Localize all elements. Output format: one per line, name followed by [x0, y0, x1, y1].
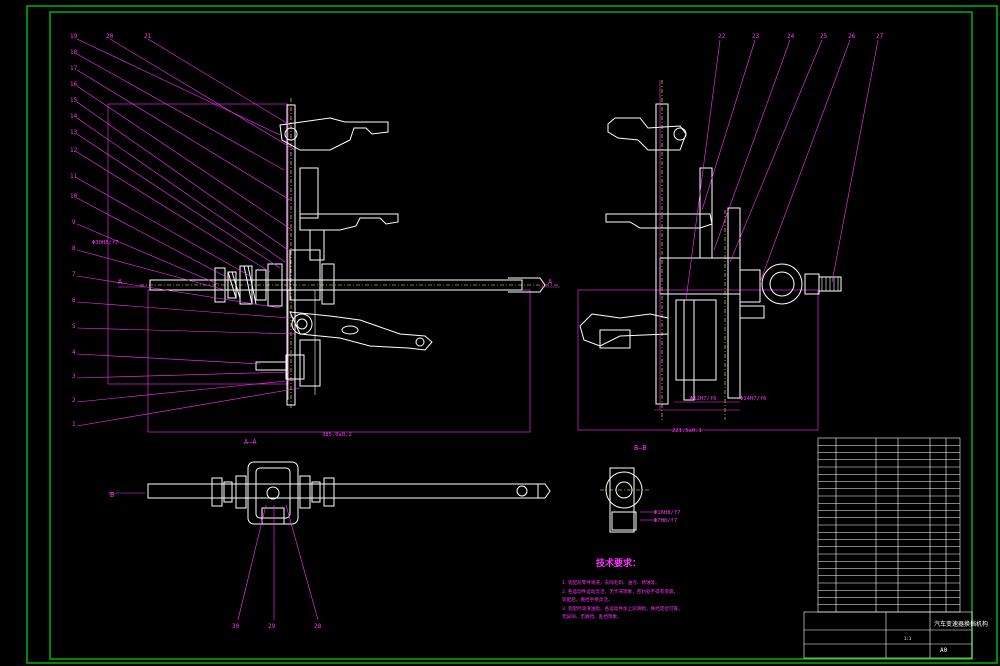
tech-title: 技术要求： [596, 557, 641, 569]
tech-line-4: 3. 装配时润滑油脂，各运动件加上润滑脂，换挡定位可靠， [562, 605, 683, 612]
balloon-9: 9 [72, 219, 76, 226]
tech-line-2: 2. 各运动件运动灵活，无卡滞现象，密封处不得有渗漏， [562, 588, 678, 595]
balloon-8: 8 [72, 245, 76, 252]
balloon-12: 12 [70, 147, 78, 154]
balloon-17: 17 [70, 65, 78, 72]
balloon-21: 21 [144, 33, 152, 40]
sheet-size: A0 [940, 647, 948, 654]
balloon-6: 6 [72, 297, 76, 304]
balloon-3: 3 [72, 373, 76, 380]
section-arrow-a-right: A [548, 278, 553, 286]
title-block: 汽车变速器换挡机构 1:1 A0 [803, 437, 988, 659]
side-view-leaders [659, 39, 879, 410]
balloon-30: 30 [232, 623, 240, 630]
balloon-1: 1 [72, 421, 76, 428]
side-balloon-numbers: 22 23 24 25 26 27 [718, 33, 884, 40]
tech-line-5: 无异响，无跳挡、乱挡现象。 [562, 613, 622, 620]
balloon-29: 29 [268, 623, 276, 630]
balloon-23: 23 [752, 33, 760, 40]
outer-frame [26, 5, 998, 664]
technical-requirements: 技术要求： 1. 装配前零件清洗，去除毛刺、油污、锈蚀等。 2. 各运动件运动灵… [562, 557, 683, 620]
balloon-15: 15 [70, 97, 78, 104]
balloon-5: 5 [72, 323, 76, 330]
balloon-11: 11 [70, 173, 78, 180]
side-view [577, 80, 842, 431]
section-aa-leaders [237, 504, 319, 621]
section-bb-view [600, 467, 655, 533]
balloon-14: 14 [70, 113, 78, 120]
section-arrow-b: B [110, 491, 114, 499]
section-aa-label: A—A [244, 438, 257, 446]
balloon-16: 16 [70, 81, 78, 88]
tech-line-1: 1. 装配前零件清洗，去除毛刺、油污、锈蚀等。 [562, 579, 660, 586]
drawing-name: 汽车变速器换挡机构 [934, 620, 988, 628]
balloon-25: 25 [820, 33, 828, 40]
front-view [107, 98, 560, 433]
dim-bb-2: Φ7H8/f7 [654, 518, 677, 524]
balloon-24: 24 [787, 33, 795, 40]
balloon-27: 27 [876, 33, 884, 40]
balloon-22: 22 [718, 33, 726, 40]
balloon-26: 26 [848, 33, 856, 40]
section-arrow-a-left: A [118, 278, 123, 286]
front-view-leaders [76, 38, 301, 427]
balloon-2: 2 [72, 397, 76, 404]
balloon-13: 13 [70, 129, 78, 136]
section-bb-label: B—B [634, 444, 647, 452]
balloon-7: 7 [72, 271, 76, 278]
balloon-18: 18 [70, 49, 78, 56]
balloon-28: 28 [314, 623, 322, 630]
drawing-scale: 1:1 [904, 636, 912, 641]
balloon-20: 20 [106, 33, 114, 40]
dim-front-width: 385.0±0.2 [322, 432, 352, 438]
balloon-4: 4 [72, 349, 76, 356]
balloon-10: 10 [70, 193, 78, 200]
dim-bb-1: Φ16H8/f7 [654, 510, 681, 516]
dim-side-h2: Φ14H7/f6 [740, 396, 767, 402]
dim-side-width: 221.5±0.1 [672, 428, 702, 434]
section-aa-view [108, 461, 551, 525]
inner-frame [49, 11, 973, 660]
tech-line-3: 装配后，换挡手柄灵活。 [562, 596, 613, 603]
front-balloon-numbers: 19 20 21 18 17 16 15 14 13 12 11 10 9 8 … [70, 33, 152, 428]
dim-left-vertical: Φ30H8/f7 [92, 240, 119, 246]
dim-side-h1: Φ12H7/f6 [690, 396, 717, 402]
balloon-19: 19 [70, 33, 78, 40]
